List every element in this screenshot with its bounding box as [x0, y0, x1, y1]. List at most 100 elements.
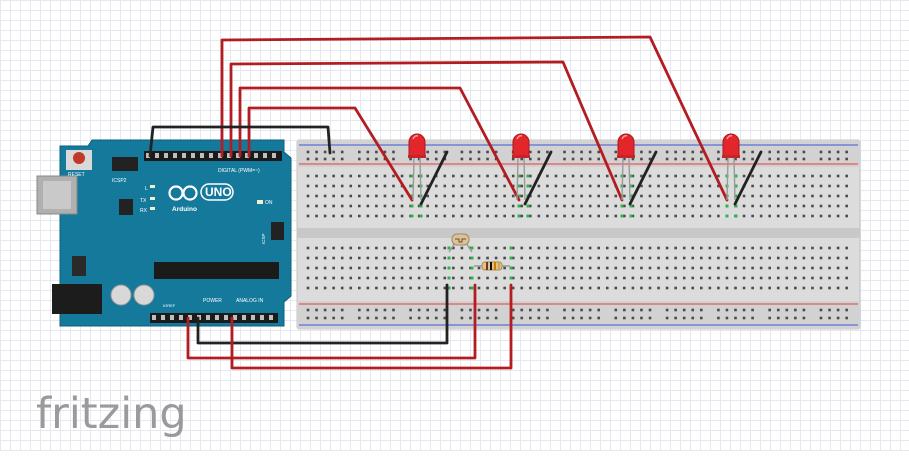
terminal-hole[interactable]	[785, 246, 789, 250]
wire-5v[interactable]	[186, 283, 477, 360]
terminal-hole[interactable]	[759, 286, 763, 290]
rail-hole[interactable]	[469, 308, 472, 312]
terminal-hole[interactable]	[460, 214, 464, 218]
terminal-hole[interactable]	[383, 214, 387, 218]
rail-hole[interactable]	[802, 316, 806, 320]
terminal-hole[interactable]	[836, 286, 840, 290]
terminal-hole[interactable]	[648, 276, 652, 280]
rail-hole[interactable]	[640, 150, 643, 154]
terminal-hole[interactable]	[819, 194, 823, 198]
terminal-hole[interactable]	[674, 174, 677, 178]
terminal-hole[interactable]	[657, 174, 660, 178]
terminal-hole[interactable]	[315, 194, 318, 198]
terminal-hole[interactable]	[520, 204, 524, 208]
terminal-hole[interactable]	[623, 204, 626, 208]
terminal-hole[interactable]	[434, 184, 438, 188]
terminal-hole[interactable]	[580, 214, 583, 218]
terminal-hole[interactable]	[742, 204, 746, 208]
terminal-hole[interactable]	[366, 204, 370, 208]
terminal-hole[interactable]	[776, 256, 780, 260]
terminal-hole[interactable]	[452, 256, 455, 260]
terminal-hole[interactable]	[845, 214, 848, 218]
terminal-hole[interactable]	[768, 194, 771, 198]
terminal-hole[interactable]	[358, 266, 361, 270]
rail-hole[interactable]	[409, 157, 412, 161]
connected-hole[interactable]	[447, 246, 451, 250]
terminal-hole[interactable]	[708, 286, 712, 290]
terminal-hole[interactable]	[657, 204, 660, 208]
terminal-hole[interactable]	[759, 214, 763, 218]
rail-hole[interactable]	[426, 316, 429, 320]
rail-hole[interactable]	[674, 157, 677, 161]
terminal-hole[interactable]	[751, 256, 754, 260]
rail-hole[interactable]	[580, 308, 583, 312]
terminal-hole[interactable]	[828, 194, 831, 198]
rail-hole[interactable]	[477, 316, 481, 320]
terminal-hole[interactable]	[811, 286, 814, 290]
rail-hole[interactable]	[392, 316, 395, 320]
terminal-hole[interactable]	[571, 286, 575, 290]
wire-gnd-sensor[interactable]	[196, 283, 449, 345]
terminal-hole[interactable]	[400, 266, 404, 270]
terminal-hole[interactable]	[546, 286, 549, 290]
rail-hole[interactable]	[785, 316, 789, 320]
rail-hole[interactable]	[674, 316, 677, 320]
terminal-hole[interactable]	[392, 174, 395, 178]
terminal-hole[interactable]	[434, 256, 438, 260]
terminal-hole[interactable]	[520, 246, 524, 250]
terminal-hole[interactable]	[306, 174, 310, 178]
terminal-hole[interactable]	[529, 276, 532, 280]
terminal-hole[interactable]	[768, 246, 771, 250]
terminal-hole[interactable]	[529, 174, 532, 178]
terminal-hole[interactable]	[443, 214, 447, 218]
rail-hole[interactable]	[494, 316, 498, 320]
rail-hole[interactable]	[460, 308, 464, 312]
wire-led1[interactable]	[247, 106, 414, 202]
terminal-hole[interactable]	[503, 204, 506, 208]
terminal-hole[interactable]	[520, 276, 524, 280]
rail-hole[interactable]	[776, 157, 780, 161]
rail-hole[interactable]	[631, 308, 635, 312]
rail-hole[interactable]	[742, 150, 746, 154]
terminal-hole[interactable]	[469, 214, 472, 218]
terminal-hole[interactable]	[306, 246, 310, 250]
terminal-hole[interactable]	[580, 174, 583, 178]
terminal-hole[interactable]	[554, 276, 558, 280]
terminal-hole[interactable]	[563, 174, 566, 178]
terminal-hole[interactable]	[794, 286, 797, 290]
terminal-hole[interactable]	[665, 286, 669, 290]
terminal-hole[interactable]	[794, 276, 797, 280]
terminal-hole[interactable]	[819, 256, 823, 260]
connected-hole[interactable]	[620, 204, 624, 208]
rail-hole[interactable]	[520, 316, 524, 320]
terminal-hole[interactable]	[682, 174, 686, 178]
rail-hole[interactable]	[375, 316, 378, 320]
terminal-hole[interactable]	[340, 286, 344, 290]
connected-hole[interactable]	[526, 174, 530, 178]
terminal-hole[interactable]	[588, 246, 592, 250]
terminal-hole[interactable]	[546, 214, 549, 218]
rail-hole[interactable]	[819, 316, 823, 320]
terminal-hole[interactable]	[460, 204, 464, 208]
wire-led3[interactable]	[229, 60, 624, 202]
terminal-hole[interactable]	[375, 214, 378, 218]
terminal-hole[interactable]	[511, 204, 515, 208]
rail-hole[interactable]	[828, 316, 831, 320]
terminal-hole[interactable]	[375, 174, 378, 178]
terminal-hole[interactable]	[614, 174, 618, 178]
terminal-hole[interactable]	[580, 286, 583, 290]
terminal-hole[interactable]	[648, 266, 652, 270]
terminal-hole[interactable]	[494, 214, 498, 218]
terminal-hole[interactable]	[708, 246, 712, 250]
terminal-hole[interactable]	[768, 266, 771, 270]
terminal-hole[interactable]	[358, 204, 361, 208]
terminal-hole[interactable]	[443, 266, 447, 270]
terminal-hole[interactable]	[417, 286, 421, 290]
terminal-hole[interactable]	[836, 184, 840, 188]
terminal-hole[interactable]	[469, 276, 472, 280]
terminal-hole[interactable]	[614, 286, 618, 290]
terminal-hole[interactable]	[366, 256, 370, 260]
terminal-hole[interactable]	[605, 204, 609, 208]
terminal-hole[interactable]	[648, 286, 652, 290]
terminal-hole[interactable]	[759, 276, 763, 280]
